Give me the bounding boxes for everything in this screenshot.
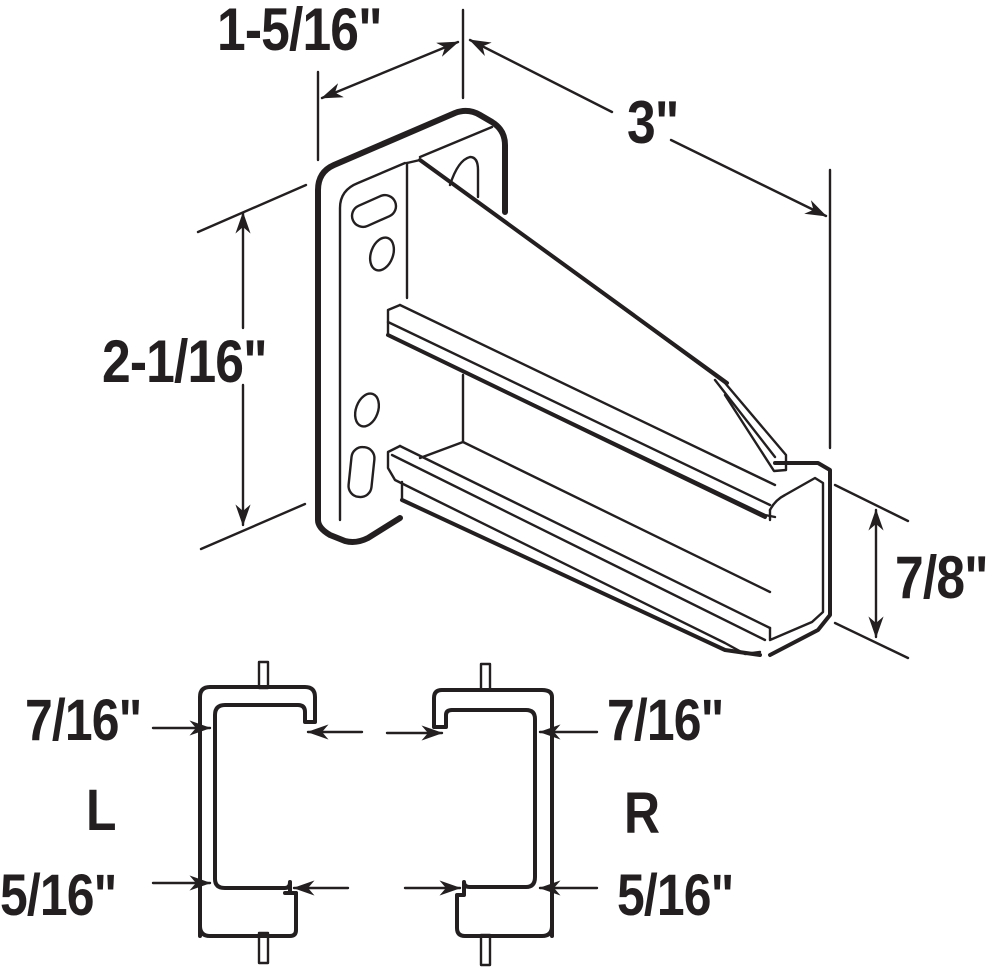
left-bottom-opening-label: 5/16" — [0, 863, 117, 928]
left-profile-letter: L — [86, 778, 116, 843]
back-plate-outline — [315, 107, 508, 545]
left-top-opening-label: 7/16" — [25, 688, 142, 753]
right-top-opening-label: 7/16" — [607, 688, 724, 753]
dimension-length-label: 3" — [627, 89, 679, 156]
dimension-channel-height-label: 7/8" — [895, 544, 989, 611]
dimension-height-label: 2-1/16" — [102, 328, 268, 395]
profile-right — [385, 662, 599, 967]
bracket-iso-view — [315, 107, 832, 657]
profile-left — [151, 660, 364, 965]
dimension-lines — [196, 8, 910, 660]
right-bottom-opening-label: 5/16" — [617, 863, 734, 928]
right-profile-letter: R — [624, 781, 660, 846]
dimension-depth-label: 1-5/16" — [217, 0, 383, 63]
